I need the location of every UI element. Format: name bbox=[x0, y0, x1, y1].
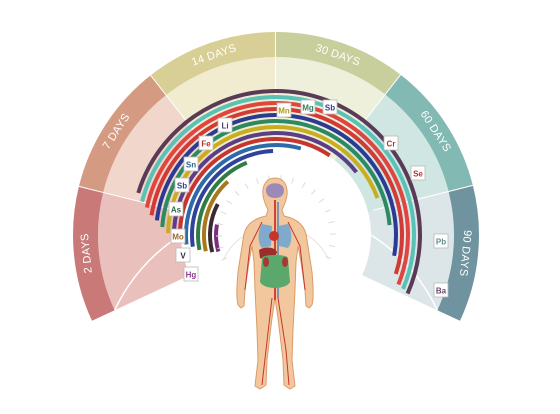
tick-mark bbox=[324, 209, 331, 213]
element-symbol: Cr bbox=[387, 140, 396, 149]
tick-mark bbox=[291, 177, 295, 184]
element-tag-box bbox=[183, 266, 199, 282]
element-tag-box bbox=[410, 165, 426, 181]
tick-mark bbox=[318, 198, 325, 203]
segment-band bbox=[385, 75, 473, 192]
arm-vessel bbox=[287, 221, 306, 291]
segment-band bbox=[72, 185, 115, 321]
human-body-figure bbox=[216, 175, 336, 390]
tick-mark bbox=[221, 257, 228, 261]
element-tag-mo: Mo bbox=[170, 228, 186, 244]
tick-mark bbox=[220, 211, 227, 215]
element-tag-box bbox=[168, 201, 184, 217]
element-symbol: Li bbox=[221, 122, 228, 131]
tick-mark bbox=[217, 246, 224, 249]
element-symbol: Se bbox=[413, 170, 423, 179]
element-tag-box bbox=[322, 99, 338, 115]
element-tag-hg: Hg bbox=[183, 266, 199, 282]
element-arc bbox=[140, 95, 416, 290]
element-tag-box bbox=[300, 99, 316, 115]
leg-vessel bbox=[277, 297, 290, 386]
element-tag-box bbox=[174, 177, 190, 193]
tick-mark bbox=[234, 190, 240, 196]
element-symbol: Pb bbox=[436, 238, 446, 247]
element-symbol: Hg bbox=[186, 271, 197, 280]
element-arc bbox=[196, 160, 248, 251]
element-tag-box bbox=[276, 102, 292, 118]
element-arc bbox=[184, 143, 302, 245]
arm-vessel bbox=[244, 221, 263, 291]
element-symbol: Sb bbox=[177, 182, 187, 191]
tick-mark bbox=[217, 223, 224, 226]
element-tag-box bbox=[433, 282, 449, 298]
element-arc bbox=[202, 180, 230, 252]
segment-label: 2 DAYS bbox=[79, 233, 95, 274]
element-symbol: Sn bbox=[186, 161, 196, 170]
tick-mark bbox=[311, 189, 316, 195]
tick-mark bbox=[328, 244, 335, 247]
element-tag-v: V bbox=[175, 247, 191, 263]
element-symbol: Sb bbox=[325, 104, 335, 113]
element-tag-cr: Cr bbox=[383, 135, 399, 151]
lungs-icon bbox=[258, 224, 292, 248]
element-arc bbox=[172, 131, 358, 237]
element-tag-box bbox=[433, 233, 449, 249]
element-tag-box bbox=[170, 228, 186, 244]
element-tag-sb: Sb bbox=[174, 177, 190, 193]
kidney-icon bbox=[282, 257, 288, 267]
element-symbol: Mn bbox=[278, 107, 290, 116]
segment-band bbox=[151, 32, 276, 95]
element-arc bbox=[208, 203, 220, 253]
segment-label: 90 DAYS bbox=[457, 229, 473, 276]
heart-icon bbox=[269, 231, 279, 241]
element-tag-li: Li bbox=[217, 117, 233, 133]
tick-mark bbox=[226, 200, 233, 205]
leg-vessel bbox=[261, 297, 273, 386]
element-symbol: Ba bbox=[436, 287, 447, 296]
tick-mark bbox=[325, 255, 332, 259]
element-symbol: V bbox=[180, 252, 186, 261]
element-tag-sn: Sn bbox=[183, 156, 199, 172]
segment-inner bbox=[334, 94, 449, 213]
element-arc bbox=[190, 149, 274, 247]
kidney-icon bbox=[263, 257, 269, 267]
element-tag-box bbox=[383, 135, 399, 151]
element-symbol: Mo bbox=[172, 233, 184, 242]
segment-band bbox=[276, 32, 401, 95]
tick-mark bbox=[301, 182, 306, 189]
element-tag-sb: Sb bbox=[322, 99, 338, 115]
element-symbol: Fe bbox=[201, 140, 211, 149]
element-tag-box bbox=[183, 156, 199, 172]
tick-mark bbox=[328, 221, 335, 224]
tick-mark bbox=[255, 178, 259, 185]
element-tag-as: As bbox=[168, 201, 184, 217]
element-symbol: Mg bbox=[302, 104, 314, 113]
element-tag-ba: Ba bbox=[433, 282, 449, 298]
element-tag-pb: Pb bbox=[433, 233, 449, 249]
element-tag-box bbox=[217, 117, 233, 133]
element-tag-fe: Fe bbox=[198, 135, 214, 151]
element-tag-se: Se bbox=[410, 165, 426, 181]
tick-mark bbox=[244, 183, 249, 189]
element-tag-box bbox=[198, 135, 214, 151]
element-arc bbox=[214, 224, 221, 253]
element-arc bbox=[154, 113, 398, 257]
element-tag-box bbox=[175, 247, 191, 263]
element-tag-mn: Mn bbox=[276, 102, 292, 118]
segment-band bbox=[79, 75, 167, 192]
brain-icon bbox=[266, 183, 284, 198]
element-tag-mg: Mg bbox=[300, 99, 316, 115]
element-symbol: As bbox=[171, 206, 182, 215]
